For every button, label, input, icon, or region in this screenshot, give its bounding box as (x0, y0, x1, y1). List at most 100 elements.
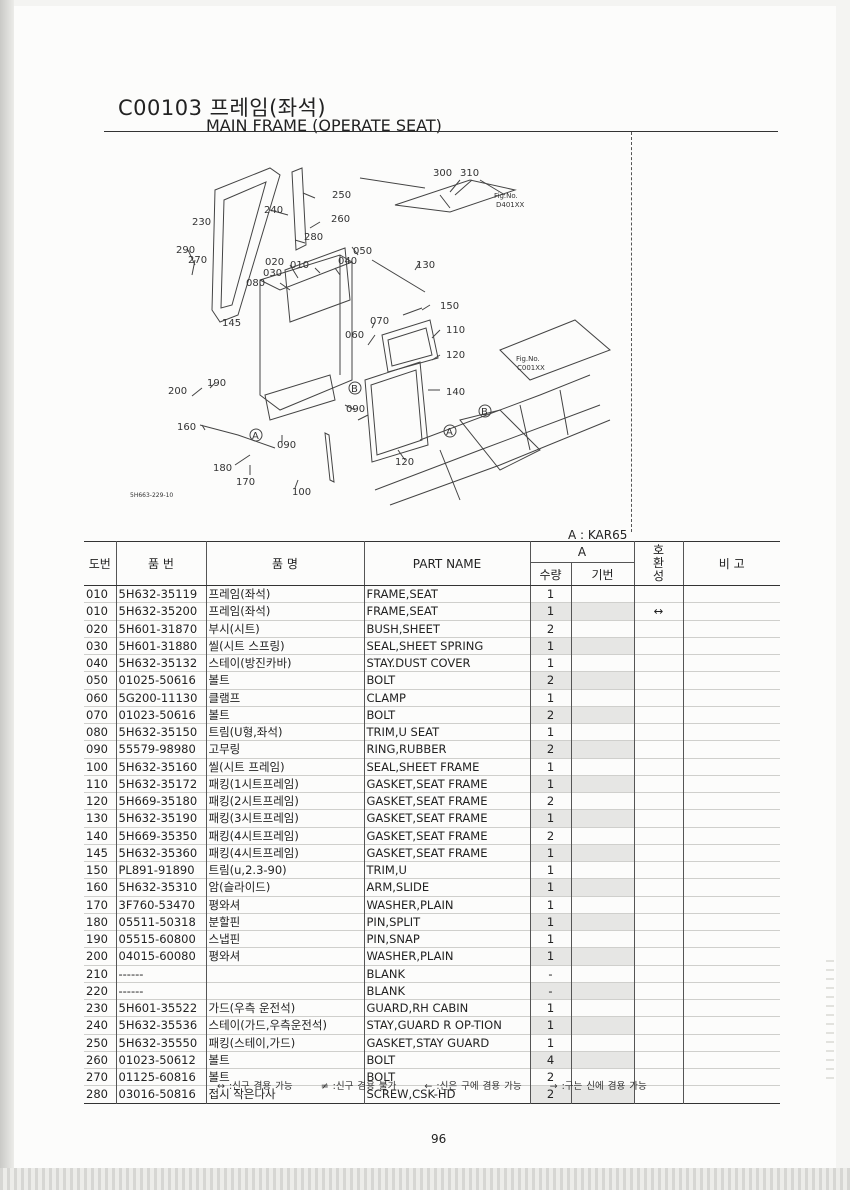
row-part-name: BLANK (364, 982, 531, 1000)
section-english-title: MAIN FRAME (OPERATE SEAT) (206, 116, 442, 135)
row-qty: 1 (530, 930, 572, 948)
row-part-name: GASKET,SEAT FRAME (364, 809, 531, 827)
svg-text:300: 300 (433, 168, 452, 179)
row-remarks (683, 620, 780, 637)
row-part-name: BUSH,SHEET (364, 620, 531, 638)
row-part-no: 05511-50318 (116, 913, 207, 931)
svg-text:170: 170 (236, 477, 255, 488)
row-part-no: 5H632-35190 (116, 809, 207, 827)
row-qty: 1 (530, 689, 572, 707)
row-no: 020 (84, 620, 117, 638)
row-part-no: 01025-50616 (116, 671, 207, 689)
row-base (571, 740, 635, 758)
row-part-no: 5H669-35180 (116, 792, 207, 810)
row-part-name: PIN,SNAP (364, 930, 531, 948)
row-name-kr: 고무링 (206, 740, 365, 758)
row-base (571, 844, 635, 862)
row-compat (634, 671, 684, 689)
row-no: 200 (84, 947, 117, 965)
header-part-no: 품 번 (116, 541, 207, 586)
row-qty: 1 (530, 637, 572, 655)
row-remarks (683, 913, 780, 930)
row-base (571, 913, 635, 931)
row-part-name: FRAME,SEAT (364, 585, 531, 603)
row-no: 010 (84, 602, 117, 620)
model-note: A : KAR65 (568, 528, 628, 542)
row-part-no: 5H601-35522 (116, 999, 207, 1017)
row-part-no: 5H632-35119 (116, 585, 207, 603)
svg-text:070: 070 (370, 316, 389, 327)
row-remarks (683, 982, 780, 999)
row-no: 080 (84, 723, 117, 741)
svg-text:100: 100 (292, 487, 311, 498)
row-name-kr: 암(슬라이드) (206, 878, 365, 896)
row-base (571, 585, 635, 603)
row-base (571, 930, 635, 948)
row-name-kr (206, 982, 365, 1000)
compat-legend: ↔ :신구 겸용 가능 ≠ :신구 겸용 불가 ← :신은 구에 겸용 가능 →… (217, 1078, 671, 1092)
row-remarks (683, 827, 780, 844)
header-name-kr: 품 명 (206, 541, 365, 586)
row-base (571, 671, 635, 689)
row-part-name: SCREW,CSK-HD (364, 1085, 531, 1103)
row-base (571, 947, 635, 965)
row-name-kr: 가드(우측 운전석) (206, 999, 365, 1017)
row-qty: 1 (530, 896, 572, 914)
svg-text:180: 180 (213, 463, 232, 474)
row-part-no: 5H632-35360 (116, 844, 207, 862)
row-remarks (683, 724, 780, 741)
row-no: 260 (84, 1051, 117, 1069)
row-part-name: RING,RUBBER (364, 740, 531, 758)
row-base (571, 809, 635, 827)
row-base (571, 965, 635, 983)
row-qty: 1 (530, 723, 572, 741)
row-part-name: GUARD,RH CABIN (364, 999, 531, 1017)
row-remarks (683, 896, 780, 913)
row-qty: 2 (530, 671, 572, 689)
row-name-kr: 분할핀 (206, 913, 365, 931)
row-compat (634, 758, 684, 776)
row-qty: 2 (530, 740, 572, 758)
row-compat (634, 689, 684, 707)
row-qty: 1 (530, 878, 572, 896)
row-no: 140 (84, 827, 117, 845)
title-divider (104, 131, 778, 132)
row-base (571, 775, 635, 793)
row-no: 030 (84, 637, 117, 655)
row-base (571, 896, 635, 914)
row-qty: 1 (530, 844, 572, 862)
row-part-name: WASHER,PLAIN (364, 896, 531, 914)
row-part-name: SEAL,SHEET FRAME (364, 758, 531, 776)
row-name-kr: 부시(시트) (206, 620, 365, 638)
row-part-no: 5H669-35350 (116, 827, 207, 845)
row-name-kr: 프레임(좌석) (206, 602, 365, 620)
svg-text:250: 250 (332, 190, 351, 201)
svg-text:080: 080 (246, 278, 265, 289)
svg-text:050: 050 (353, 246, 372, 257)
row-no: 180 (84, 913, 117, 931)
svg-text:290: 290 (176, 245, 195, 256)
row-part-name: TRIM,U SEAT (364, 723, 531, 741)
row-compat: ↔ (634, 602, 684, 620)
row-part-no: 5H632-35536 (116, 1016, 207, 1034)
row-no: 010 (84, 585, 117, 603)
svg-text:090: 090 (346, 404, 365, 415)
svg-text:030: 030 (263, 268, 282, 279)
row-part-no: 3F760-53470 (116, 896, 207, 914)
svg-text:200: 200 (168, 386, 187, 397)
row-remarks (683, 1000, 780, 1017)
row-part-no: 5H601-31880 (116, 637, 207, 655)
table-row: 210------BLANK- (84, 965, 780, 983)
row-compat (634, 1016, 684, 1034)
